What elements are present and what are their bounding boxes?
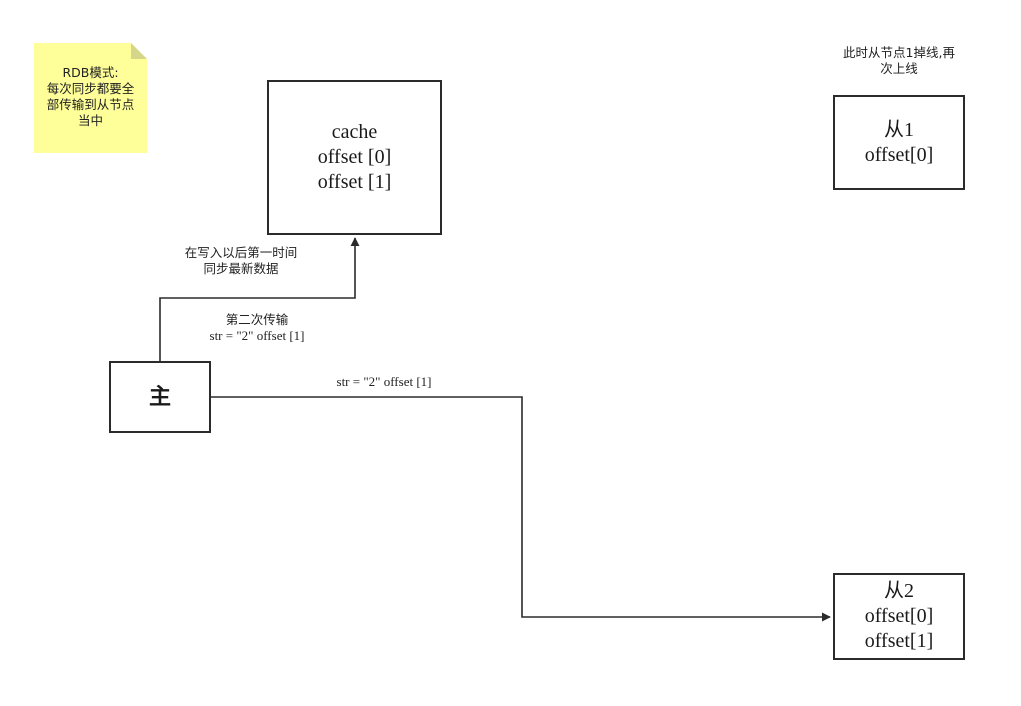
write-sync-label: 在写入以后第一时间 同步最新数据 — [176, 245, 306, 277]
write-sync-line: 同步最新数据 — [203, 261, 279, 276]
slave2-transfer-value: str = "2" offset [1] — [336, 374, 432, 389]
note-line: RDB模式: — [62, 65, 119, 80]
slave1-annotation-line: 次上线 — [880, 61, 918, 76]
note-shape — [34, 43, 147, 153]
slave2-node-offset-0: offset[0] — [864, 605, 934, 627]
slave2-node-title: 从2 — [884, 580, 914, 602]
slave1-annotation: 此时从节点1掉线,再 次上线 — [835, 45, 963, 77]
note-line: 当中 — [77, 113, 103, 128]
cache-node-title: cache — [331, 121, 378, 143]
slave1-annotation-line: 此时从节点1掉线,再 — [843, 45, 955, 60]
second-transfer-value: str = "2" offset [1] — [209, 328, 305, 343]
note-line: 部传输到从节点 — [46, 97, 135, 112]
slave1-node[interactable]: 从1 offset[0] — [833, 95, 965, 190]
second-transfer-title: 第二次传输 — [225, 312, 289, 327]
main-node[interactable]: 主 — [109, 361, 211, 433]
main-node-label: 主 — [148, 384, 171, 410]
write-sync-line: 在写入以后第一时间 — [184, 245, 298, 260]
edge-main-to-slave2[interactable] — [210, 396, 831, 622]
slave1-node-offset-0: offset[0] — [864, 143, 934, 166]
slave2-node-offset-1: offset[1] — [864, 630, 934, 652]
cache-node[interactable]: cache offset [0] offset [1] — [267, 80, 442, 235]
note-text: RDB模式: 每次同步都要全 部传输到从节点 当中 — [40, 65, 141, 129]
slave2-node[interactable]: 从2 offset[0] offset[1] — [833, 573, 965, 660]
cache-node-offset-0: offset [0] — [317, 146, 392, 168]
slave2-transfer-label: str = "2" offset [1] — [319, 374, 449, 390]
note-line: 每次同步都要全 — [46, 81, 135, 96]
cache-node-offset-1: offset [1] — [317, 171, 392, 193]
edge-main-to-cache[interactable] — [159, 237, 360, 361]
rdb-mode-note[interactable]: RDB模式: 每次同步都要全 部传输到从节点 当中 — [34, 43, 147, 153]
slave1-node-title: 从1 — [884, 118, 914, 141]
second-transfer-label: 第二次传输 str = "2" offset [1] — [192, 312, 322, 344]
